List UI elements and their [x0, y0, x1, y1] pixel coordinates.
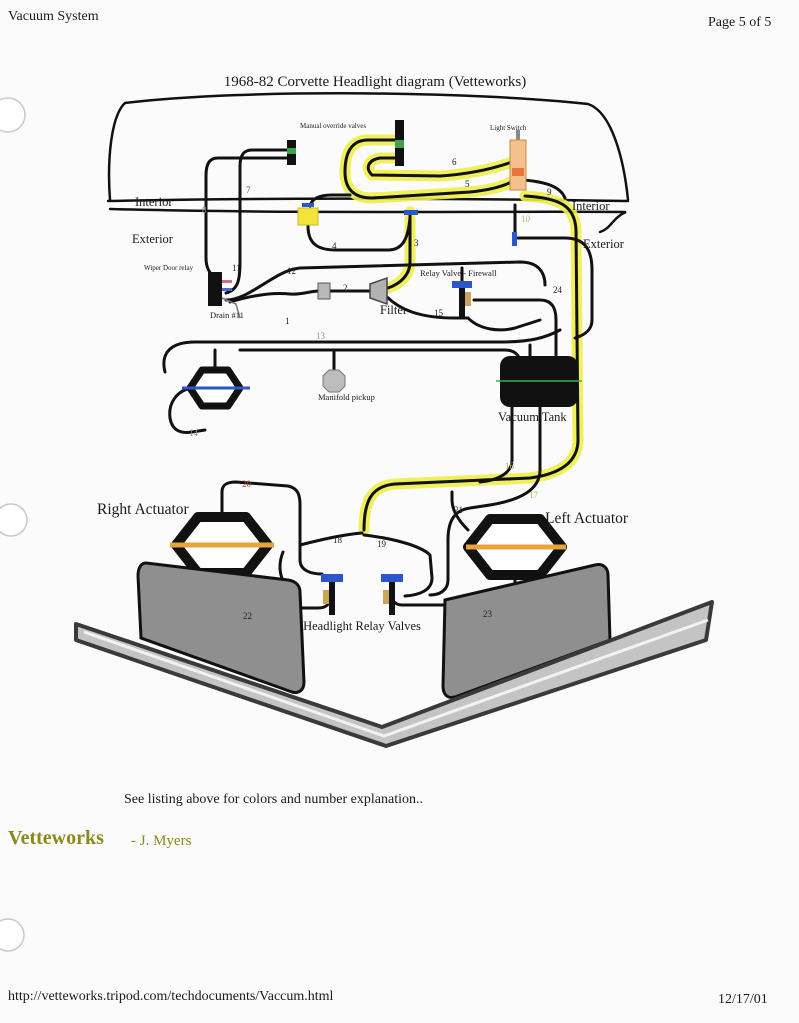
- credit-brand: Vetteworks: [8, 827, 104, 849]
- section-title: Vacuum System: [8, 9, 99, 24]
- hose-number-1: 1: [285, 316, 290, 326]
- manifold-pickup-label: Manifold pickup: [318, 392, 375, 402]
- filter-label: Filter: [380, 303, 408, 317]
- hose-number-12: 12: [287, 266, 296, 276]
- vacuum-tank-label: Vacuum Tank: [498, 410, 567, 424]
- manual-override-valve-left: [287, 140, 296, 165]
- hose-number-5: 5: [465, 179, 470, 189]
- hose-8: [204, 156, 290, 278]
- headlight-relay-valve-left: [381, 574, 403, 615]
- hose-number-14: 14: [189, 428, 199, 438]
- hose-10: [513, 203, 594, 340]
- hose-number-16: 16: [505, 461, 515, 471]
- wiper-door-relay-label: Wiper Door relay: [144, 264, 194, 272]
- interior-label-right: Interior: [572, 199, 610, 213]
- hose-6: [366, 156, 514, 178]
- bumper-inner-line: [83, 618, 709, 738]
- hose-number-6: 6: [452, 157, 457, 167]
- hole-punch-bottom: [0, 918, 25, 952]
- hose-12: [224, 260, 547, 302]
- hose-13: [162, 328, 562, 374]
- check-valve: [297, 203, 319, 226]
- right-actuator-label: Right Actuator: [97, 501, 190, 518]
- hose-20: [220, 480, 324, 576]
- hose-number-13: 13: [316, 331, 326, 341]
- relay-valve-firewall: [452, 281, 472, 318]
- hose-number-10: 10: [521, 214, 531, 224]
- hose-check-valve: [308, 193, 352, 208]
- hose-4: [306, 216, 412, 252]
- hose-number-11: 11: [232, 263, 241, 273]
- right-actuator: [170, 512, 274, 578]
- delay-valve: [182, 366, 250, 410]
- headlight-relay-valves-label: Headlight Relay Valves: [303, 619, 421, 633]
- vacuum-tank: [496, 356, 582, 407]
- hose-9: [522, 178, 567, 200]
- firewall-grommet-10: [512, 232, 517, 246]
- hose-number-24: 24: [553, 285, 563, 295]
- manifold-pickup: [322, 369, 346, 393]
- hose-number-17: 17: [529, 490, 539, 500]
- hose-number-19: 19: [377, 539, 387, 549]
- print-date: 12/17/01: [718, 992, 768, 1007]
- hose-14: [168, 386, 207, 434]
- hose-number-4: 4: [332, 241, 337, 251]
- hose-number-15: 15: [434, 308, 444, 318]
- firewall-line-lower: [108, 207, 627, 234]
- diagram-title: 1968-82 Corvette Headlight diagram (Vett…: [224, 74, 526, 90]
- source-url: http://vetteworks.tripod.com/techdocumen…: [8, 989, 334, 1004]
- hole-punch-top: [0, 97, 26, 133]
- page-indicator: Page 5 of 5: [708, 15, 771, 30]
- manual-override-valve-right: [395, 120, 404, 166]
- credit-author: - J. Myers: [131, 833, 192, 849]
- hose-5: [343, 138, 517, 200]
- wiper-door-relay: [208, 272, 241, 319]
- hose-13-return: [238, 348, 522, 364]
- hole-punch-middle: [0, 503, 28, 537]
- hose-24: [472, 298, 558, 357]
- left-actuator: [463, 514, 567, 580]
- hose-number-8: 8: [202, 205, 207, 215]
- hose-number-21: 21: [454, 505, 463, 515]
- right-headlight-panel: [136, 561, 306, 694]
- drain-label: Drain #11: [210, 310, 244, 320]
- hose-tank-outlet: [478, 405, 514, 484]
- firewall-grommet-3: [404, 210, 418, 215]
- hose-21: [450, 490, 470, 532]
- hose-3: [386, 210, 412, 290]
- hose-number-3: 3: [414, 238, 419, 248]
- exterior-label-left: Exterior: [132, 232, 174, 246]
- hose-15: [466, 316, 542, 332]
- dash-top-edge: [107, 92, 630, 202]
- hose-filter-relay: [384, 294, 470, 320]
- hose-number-2: 2: [343, 283, 348, 293]
- hose-1: [228, 289, 320, 304]
- exterior-label-right: Exterior: [583, 237, 625, 251]
- diagram-caption: See listing above for colors and number …: [124, 792, 423, 807]
- headlight-relay-valve-right: [321, 574, 343, 615]
- filter: [369, 276, 388, 306]
- hose-number-22: 22: [243, 611, 252, 621]
- hose-number-18: 18: [333, 535, 343, 545]
- hose-7: [224, 148, 290, 295]
- relay-valve-firewall-label: Relay Valve - Firewall: [420, 268, 497, 278]
- light-switch: [509, 130, 527, 191]
- hose-number-23: 23: [483, 609, 493, 619]
- hose-number-9: 9: [547, 187, 552, 197]
- hose-number-7: 7: [246, 185, 251, 195]
- left-actuator-label: Left Actuator: [545, 510, 629, 527]
- hose-16: [362, 194, 580, 532]
- hose-19: [362, 533, 434, 598]
- hose-number-20: 20: [242, 479, 252, 489]
- interior-label-left: Interior: [135, 195, 173, 209]
- hose-18: [298, 531, 364, 547]
- small-valve: [317, 282, 331, 300]
- light-switch-label: Light Switch: [490, 124, 527, 132]
- manual-override-valves-label: Manual override valves: [300, 122, 366, 130]
